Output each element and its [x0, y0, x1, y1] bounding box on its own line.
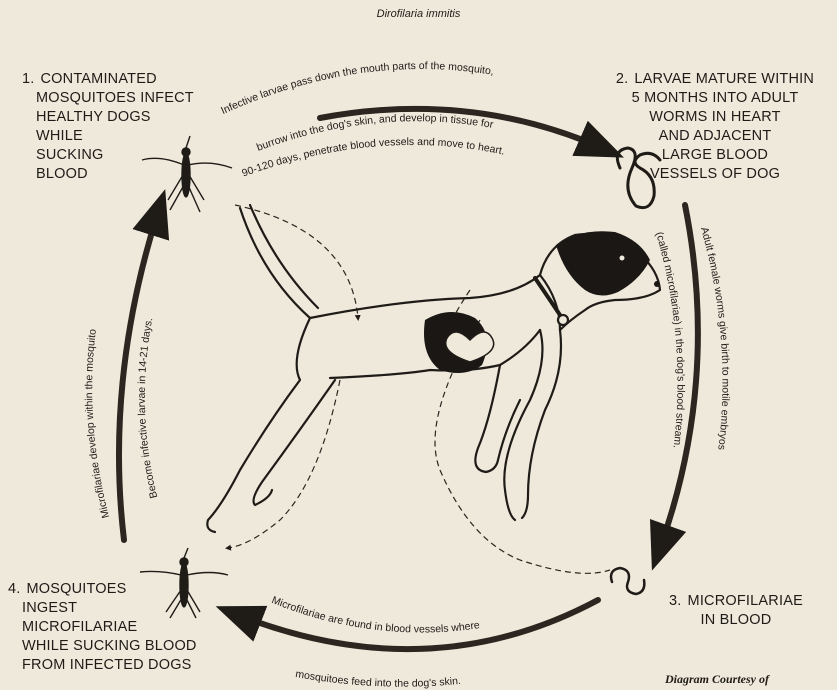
- stage-number: 3.: [669, 593, 682, 609]
- stage-number: 4.: [8, 581, 21, 597]
- stage-3-label: 3.MICROFILARIAE IN BLOOD: [656, 592, 816, 630]
- cycle-arrows: [119, 109, 698, 649]
- dog-ear: [556, 231, 650, 295]
- stage-number: 2.: [616, 71, 629, 87]
- stage-4-label: 4.MOSQUITOES INGEST MICROFILARIAE WHILE …: [8, 580, 238, 675]
- dog-illustration: [207, 205, 660, 532]
- caption-bottom-inner: Microfilariae are found in blood vessels…: [270, 594, 481, 635]
- caption-left-inner: Become infective larvae in 14-21 days.: [136, 317, 160, 500]
- diagram-credit: Diagram Courtesy of: [665, 672, 769, 687]
- caption-right-inner: (called microfilariae) in the dog's bloo…: [653, 231, 686, 449]
- caption-left-outer: Microfilariae develop within the mosquit…: [83, 328, 112, 519]
- stage-2-label: 2.LARVAE MATURE WITHIN 5 MONTHS INTO ADU…: [596, 70, 834, 184]
- worm-icon: [611, 568, 644, 594]
- stage-number: 1.: [22, 71, 35, 87]
- caption-bottom-outer: mosquitoes feed into the dog's skin.: [295, 668, 462, 690]
- stage-1-label: 1.CONTAMINATED MOSQUITOES INFECT HEALTHY…: [22, 70, 222, 184]
- caption-right-outer: Adult female worms give birth to motile …: [698, 226, 731, 451]
